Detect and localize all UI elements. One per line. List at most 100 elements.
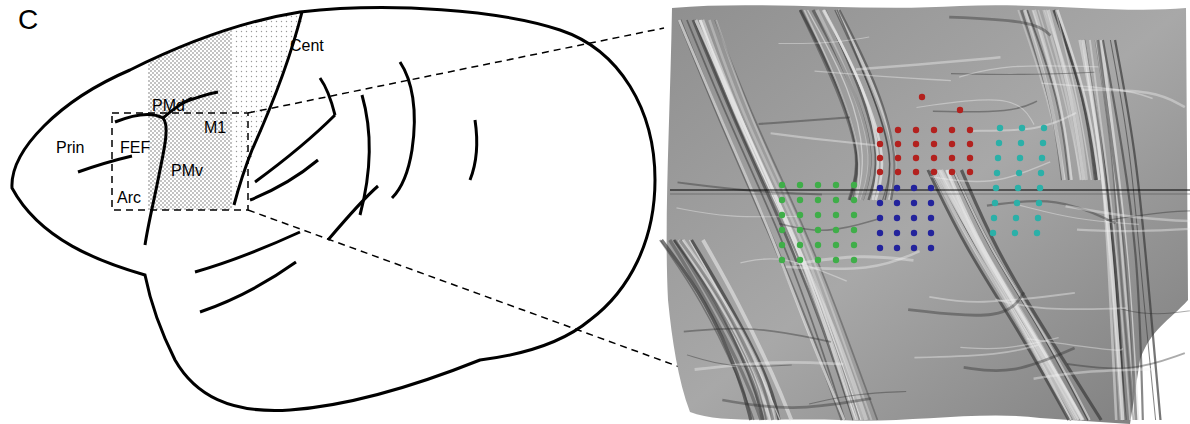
electrode-dot bbox=[1015, 185, 1021, 191]
surface-streak bbox=[771, 133, 877, 145]
area-label: PMd bbox=[152, 98, 185, 114]
electrode-dot bbox=[911, 245, 917, 251]
surface-streak bbox=[1077, 227, 1190, 231]
electrode-dot bbox=[851, 227, 857, 233]
electrode-dot bbox=[894, 230, 900, 236]
electrode-dot bbox=[894, 215, 900, 221]
surface-streak bbox=[1025, 10, 1064, 180]
electrode-dot bbox=[779, 227, 785, 233]
electrode-dot bbox=[833, 212, 839, 218]
electrode-dot bbox=[797, 242, 803, 248]
electrode-dot bbox=[1036, 200, 1042, 206]
electrode-dot bbox=[895, 155, 901, 161]
electrode-dot bbox=[815, 212, 821, 218]
surface-streak bbox=[679, 20, 844, 420]
surface-streak bbox=[823, 10, 878, 200]
surface-streak bbox=[693, 20, 854, 420]
electrode-dot bbox=[949, 169, 955, 175]
electrode-dot bbox=[911, 200, 917, 206]
electrode-dot bbox=[1012, 230, 1018, 236]
electrode-dot bbox=[877, 155, 883, 161]
electrode-dot bbox=[851, 242, 857, 248]
electrode-dot bbox=[997, 125, 1003, 131]
surface-streak bbox=[684, 329, 831, 342]
electrode-dot bbox=[877, 141, 883, 147]
surface-streak bbox=[1119, 296, 1190, 314]
electrode-dot bbox=[1041, 125, 1047, 131]
electrode-dot bbox=[833, 227, 839, 233]
surface-streak bbox=[786, 251, 920, 269]
reference-line bbox=[670, 194, 1190, 195]
surface-streak bbox=[674, 240, 767, 420]
electrode-dot bbox=[1013, 215, 1019, 221]
area-label: FEF bbox=[120, 140, 150, 156]
electrode-dot bbox=[877, 245, 883, 251]
surface-streak bbox=[722, 398, 871, 407]
electrode-dot bbox=[895, 169, 901, 175]
electrode-dot bbox=[1019, 125, 1025, 131]
surface-streak bbox=[703, 240, 791, 420]
surface-streak bbox=[678, 182, 822, 194]
electrode-dot bbox=[1039, 155, 1045, 161]
electrode-dot bbox=[996, 140, 1002, 146]
electrode-dot bbox=[1014, 200, 1020, 206]
surface-streak bbox=[917, 100, 1035, 125]
cortex-surface bbox=[660, 5, 1190, 424]
electrode-dot bbox=[833, 257, 839, 263]
electrode-dot bbox=[928, 245, 934, 251]
electrode-dot bbox=[1040, 140, 1046, 146]
surface-streak bbox=[960, 338, 1058, 349]
electrode-dot bbox=[928, 200, 934, 206]
area-label: M1 bbox=[204, 120, 226, 136]
electrode-dot bbox=[911, 185, 917, 191]
sulci bbox=[78, 12, 477, 312]
electrode-dot bbox=[895, 127, 901, 133]
electrode-dot bbox=[797, 212, 803, 218]
electrode-dot bbox=[1034, 230, 1040, 236]
area-label: Cent bbox=[290, 38, 324, 54]
area-label: PMv bbox=[171, 163, 203, 179]
electrode-dot bbox=[797, 227, 803, 233]
electrode-dot bbox=[779, 212, 785, 218]
electrode-dot bbox=[931, 169, 937, 175]
surface-streak bbox=[908, 292, 1024, 315]
electrode-dot bbox=[1037, 185, 1043, 191]
panel-letter: C bbox=[18, 6, 38, 34]
electrode-dot bbox=[928, 215, 934, 221]
electrode-dot bbox=[994, 170, 1000, 176]
electrode-dot bbox=[779, 197, 785, 203]
electrode-dot bbox=[1017, 155, 1023, 161]
surface-streak bbox=[674, 240, 764, 420]
electrode-dot bbox=[833, 197, 839, 203]
electrode-dot bbox=[894, 245, 900, 251]
electrode-dot bbox=[949, 127, 955, 133]
electrode-dot bbox=[895, 141, 901, 147]
electrode-dot bbox=[928, 185, 934, 191]
electrode-dot bbox=[851, 197, 857, 203]
electrode-dot bbox=[967, 127, 973, 133]
electrode-dot bbox=[990, 230, 996, 236]
electrode-dot bbox=[877, 200, 883, 206]
surface-streak bbox=[964, 348, 1075, 371]
electrode-dot bbox=[851, 212, 857, 218]
electrode-dot bbox=[797, 182, 803, 188]
electrode-dot bbox=[894, 185, 900, 191]
electrode-dot bbox=[877, 185, 883, 191]
surface-streak bbox=[809, 392, 906, 404]
electrode-dot bbox=[797, 197, 803, 203]
electrode-dot bbox=[911, 230, 917, 236]
electrode-dot bbox=[815, 242, 821, 248]
electrode-dot bbox=[815, 197, 821, 203]
area-label: Arc bbox=[117, 190, 141, 206]
surface-streak bbox=[779, 218, 882, 231]
zoom-box bbox=[112, 28, 688, 370]
electrode-dot bbox=[779, 257, 785, 263]
surface-streak bbox=[949, 17, 1050, 36]
electrode-dot bbox=[949, 141, 955, 147]
electrode-dot bbox=[815, 182, 821, 188]
surface-streak bbox=[801, 10, 858, 200]
electrode-dots bbox=[779, 94, 1047, 263]
surface-streak bbox=[959, 66, 1098, 77]
surface-streak bbox=[815, 71, 951, 80]
